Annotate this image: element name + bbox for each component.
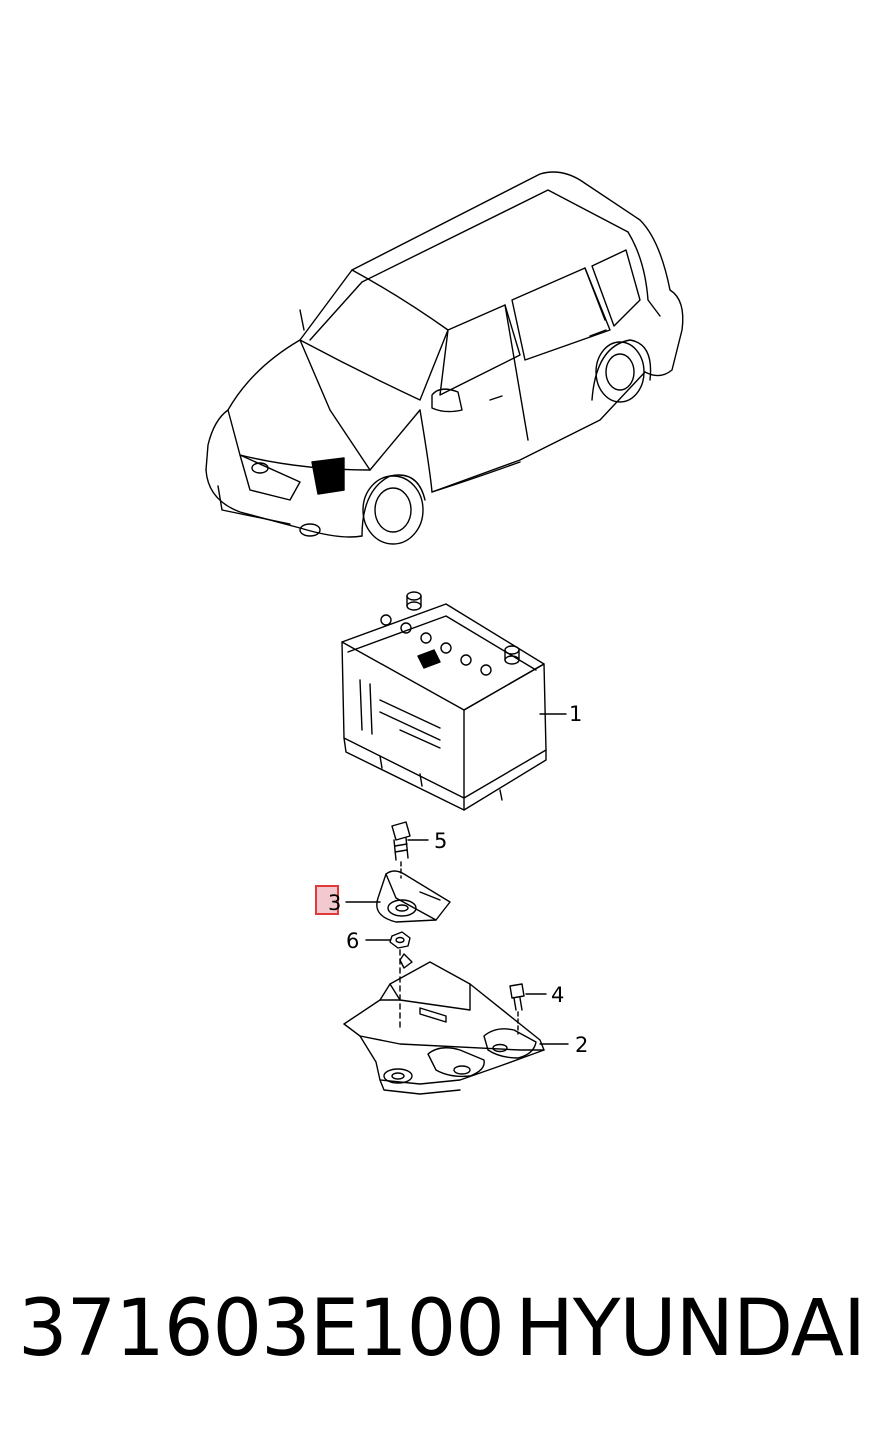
bracket-illustration	[345, 870, 451, 923]
brand-name: HYUNDAI	[515, 1284, 866, 1374]
parts-diagram: 1 2 3 4 5 6	[205, 171, 684, 1095]
vehicle-illustration	[205, 171, 684, 545]
part-number: 371603E100	[18, 1284, 505, 1374]
callout-2: 2	[575, 1033, 588, 1057]
bolt-illustration	[391, 821, 429, 879]
callout-5: 5	[434, 829, 447, 853]
callout-1: 1	[569, 702, 582, 726]
callout-6: 6	[346, 929, 359, 953]
callout-4: 4	[551, 983, 564, 1007]
tray-illustration	[343, 953, 569, 1095]
callout-3: 3	[328, 891, 341, 915]
footer: 371603E100 HYUNDAI	[0, 1290, 887, 1430]
nut-illustration	[365, 931, 411, 1031]
battery-illustration	[341, 591, 567, 811]
callout-3-highlight	[315, 885, 339, 915]
screw-illustration	[509, 983, 547, 1035]
